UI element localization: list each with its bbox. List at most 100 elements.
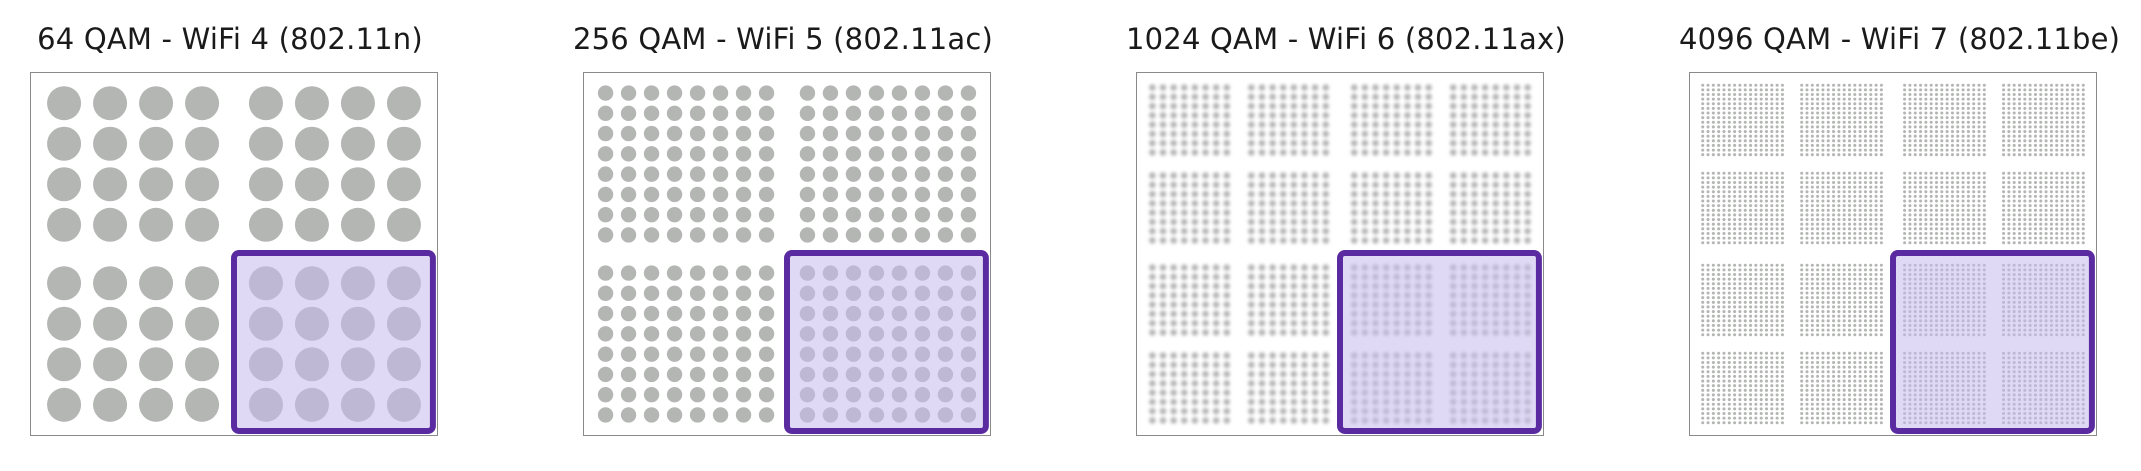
constellation-point — [1471, 200, 1478, 207]
constellation-point — [1810, 199, 1814, 203]
constellation-point — [1832, 88, 1836, 92]
constellation-point — [1832, 83, 1836, 87]
constellation-point — [1826, 416, 1830, 420]
constellation-point — [1821, 402, 1825, 406]
constellation-point — [1821, 241, 1825, 245]
constellation-point — [1738, 268, 1742, 272]
constellation-point — [1858, 407, 1862, 411]
constellation-point — [1717, 97, 1721, 101]
constellation-point — [1738, 333, 1742, 337]
constellation-point — [845, 105, 862, 122]
constellation-point — [2081, 185, 2085, 189]
constellation-point — [185, 387, 220, 422]
constellation-point — [1847, 97, 1852, 101]
constellation-point — [1805, 411, 1809, 416]
constellation-point — [1775, 319, 1779, 323]
constellation-point — [1956, 102, 1960, 106]
constellation-point — [2060, 153, 2064, 157]
constellation-point — [1170, 172, 1177, 179]
constellation-point — [1832, 139, 1836, 143]
constellation-point — [1290, 102, 1298, 110]
constellation-point — [735, 146, 752, 162]
constellation-point — [1966, 194, 1970, 198]
constellation-point — [1180, 310, 1188, 318]
constellation-point — [1711, 236, 1715, 240]
constellation-point — [2060, 120, 2064, 124]
constellation-point — [2039, 134, 2043, 138]
constellation-point — [139, 126, 174, 161]
constellation-point — [1743, 416, 1747, 420]
constellation-point — [1404, 200, 1411, 207]
constellation-point — [1425, 149, 1433, 156]
constellation-point — [666, 186, 683, 203]
constellation-point — [1821, 263, 1825, 267]
constellation-point — [1853, 291, 1857, 295]
constellation-point — [1940, 130, 1944, 134]
constellation-point — [1966, 143, 1970, 147]
constellation-point — [1202, 273, 1209, 281]
constellation-point — [1832, 92, 1836, 97]
constellation-point — [1722, 314, 1726, 318]
constellation-point — [2081, 120, 2085, 124]
constellation-point — [1842, 277, 1846, 281]
constellation-point — [1816, 106, 1820, 110]
constellation-point — [1149, 139, 1156, 147]
constellation-point — [1180, 181, 1188, 189]
constellation-point — [1706, 102, 1710, 106]
constellation-point — [1972, 227, 1976, 231]
constellation-point — [1863, 227, 1867, 231]
constellation-point — [1800, 208, 1804, 212]
constellation-point — [1727, 263, 1731, 267]
constellation-point — [2017, 97, 2022, 101]
constellation-point — [1738, 181, 1742, 185]
constellation-point — [1853, 227, 1857, 231]
constellation-point — [1722, 365, 1726, 369]
constellation-point — [1956, 143, 1960, 147]
constellation-point — [1743, 374, 1747, 378]
constellation-point — [2007, 125, 2011, 129]
constellation-point — [643, 346, 660, 362]
constellation-point — [1191, 209, 1199, 216]
constellation-point — [1847, 402, 1852, 406]
constellation-point — [1816, 213, 1820, 217]
constellation-point — [2055, 106, 2059, 110]
constellation-point — [1775, 277, 1779, 281]
constellation-point — [1810, 323, 1814, 327]
constellation-point — [1202, 209, 1209, 216]
constellation-point — [1311, 130, 1319, 138]
constellation-point — [1837, 263, 1841, 267]
constellation-point — [2071, 222, 2075, 226]
constellation-point — [2002, 102, 2006, 106]
constellation-point — [1837, 213, 1841, 217]
constellation-point — [1810, 171, 1814, 175]
constellation-point — [1982, 143, 1986, 147]
constellation-point — [1738, 102, 1742, 106]
constellation-point — [1738, 106, 1742, 110]
constellation-point — [1775, 328, 1779, 332]
constellation-point — [1513, 227, 1521, 235]
constellation-point — [1247, 301, 1255, 308]
constellation-point — [2012, 171, 2016, 175]
constellation-point — [1202, 352, 1209, 359]
constellation-point — [1879, 143, 1883, 147]
constellation-point — [1775, 148, 1779, 152]
constellation-point — [1749, 365, 1753, 369]
constellation-point — [1711, 328, 1715, 332]
constellation-point — [1404, 93, 1411, 101]
constellation-point — [1764, 88, 1769, 92]
constellation-point — [1847, 213, 1852, 217]
constellation-point — [139, 306, 174, 341]
constellation-point — [1945, 199, 1949, 203]
constellation-point — [1837, 319, 1841, 323]
constellation-point — [1929, 88, 1933, 92]
constellation-point — [1775, 199, 1779, 203]
constellation-point — [1972, 185, 1976, 189]
constellation-point — [1821, 388, 1825, 392]
constellation-point — [1934, 153, 1939, 157]
constellation-point — [1805, 305, 1809, 309]
constellation-point — [1202, 121, 1209, 128]
constellation-point — [1842, 143, 1846, 147]
constellation-point — [1425, 93, 1433, 101]
constellation-point — [1170, 319, 1177, 327]
constellation-point — [1913, 218, 1917, 222]
